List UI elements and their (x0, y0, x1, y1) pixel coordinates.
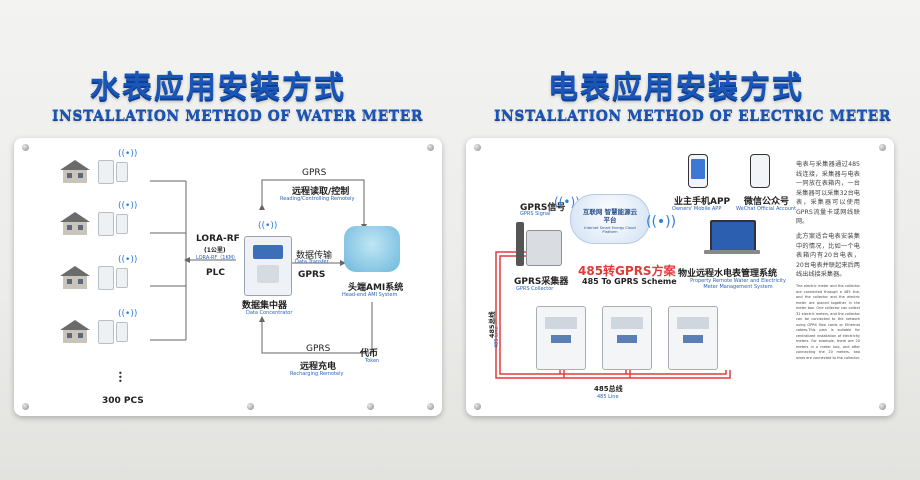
data-concentrator-device (244, 236, 292, 296)
phone-wechat-icon (750, 154, 770, 188)
screw (367, 403, 374, 410)
wifi-icon: ((•)) (118, 255, 138, 265)
water-meter-icon (98, 212, 114, 236)
wifi-icon: ((•)) (118, 309, 138, 319)
ami-cn: 头端AMI系统 (348, 283, 404, 293)
electric-meter-icon (536, 306, 586, 370)
gprs-collector-device (526, 230, 562, 266)
rs485-bus-lines (495, 251, 731, 379)
collector-en: GPRS Collector (516, 286, 554, 292)
lora-sub1: (1公里) (204, 247, 226, 254)
water-meter-board: ((•)) ((•)) ((•)) ((•)) ••• 300 PCS LORA… (14, 138, 442, 416)
valve-icon (116, 268, 128, 288)
electric-title-cn: 电表应用安装方式 (548, 70, 804, 105)
token-en: Token (365, 358, 380, 364)
valve-icon (116, 214, 128, 234)
app-en: Owners' Mobile APP (672, 206, 722, 212)
concentrator-en: Data Concentrator (246, 310, 293, 316)
bus-bottom-cn: 485总线 (594, 385, 623, 393)
wifi-icon: ((•)) (118, 149, 138, 159)
scheme-en: 485 To GPRS Scheme (582, 277, 677, 286)
gprs-bottom-label: GPRS (306, 344, 331, 354)
house-unit: ((•)) (58, 256, 137, 294)
scheme-cn: 485转GPRS方案 (578, 264, 676, 278)
water-connection-lines (150, 179, 373, 354)
house-unit: ((•)) (58, 150, 137, 188)
app-cn: 业主手机APP (674, 197, 731, 207)
gprs-signal-en: GPRS Signal (520, 211, 551, 217)
data-transfer-cn: 数据传输 (296, 251, 333, 261)
screw (474, 403, 481, 410)
house-icon (60, 320, 90, 343)
more-dots: ••• (118, 369, 123, 386)
wifi-icon: ((•)) (646, 214, 677, 230)
wifi-icon: ((•)) (118, 201, 138, 211)
wechat-en: WeChat Official Account (736, 206, 797, 212)
cloud-icon (570, 194, 650, 244)
screw (427, 144, 434, 151)
electric-meter-icon (668, 306, 718, 370)
bus-bottom-en: 485 Line (597, 394, 619, 400)
house-unit: ((•)) (58, 310, 137, 348)
description-cn-2: 此方案适合电表安装集中的情况，比如一个电表箱内有20台电表，20台电表并联起来后… (796, 233, 860, 278)
screw (22, 403, 29, 410)
cloud-cn: 互联网 智慧能源云平台 (582, 208, 638, 224)
laptop-icon (710, 220, 756, 252)
laptop-base (704, 250, 760, 254)
electric-meter-board: GPRS信号 GPRS Signal ((•)) GPRS采集器 GPRS Co… (466, 138, 894, 416)
house-icon (60, 266, 90, 289)
electric-title-en: INSTALLATION METHOD OF ELECTRIC METER (494, 108, 891, 124)
mgmt-cn: 物业远程水电表管理系统 (678, 269, 778, 279)
mgmt-en: Property Remote Water and Electricity Me… (690, 278, 786, 290)
wifi-icon: ((•)) (258, 221, 278, 231)
screw (22, 144, 29, 151)
lora-label: LORA-RF (196, 234, 240, 244)
screw (879, 403, 886, 410)
plc-label: PLC (206, 268, 225, 278)
valve-icon (116, 322, 128, 342)
water-meter-icon (98, 320, 114, 344)
gprs-signal-cn: GPRS信号 (520, 203, 566, 213)
wechat-cn: 微信公众号 (744, 197, 790, 207)
water-meter-icon (98, 266, 114, 290)
gprs-mid-label: GPRS (298, 270, 326, 280)
screw (879, 144, 886, 151)
electric-meter-icon (602, 306, 652, 370)
concentrator-cn: 数据集中器 (242, 301, 288, 311)
valve-icon (116, 162, 128, 182)
ami-cloud-icon (344, 226, 400, 272)
ami-en: Head-end AMI System (342, 292, 398, 298)
gprs-top-label: GPRS (302, 168, 327, 178)
recharge-cn: 远程充电 (300, 362, 337, 372)
house-icon (60, 212, 90, 235)
lora-sub2: LORA-RF（1KM） (196, 255, 239, 261)
house-icon (60, 160, 90, 183)
water-title-cn: 水表应用安装方式 (90, 70, 346, 105)
token-cn: 代币 (360, 349, 379, 359)
screw (474, 144, 481, 151)
count-label: 300 PCS (102, 396, 144, 406)
screw (427, 403, 434, 410)
water-meter-icon (98, 160, 114, 184)
cloud-en: Internet Smart Energy Cloud Platform (584, 226, 636, 234)
recharge-en: Recharging Remotely (290, 371, 344, 377)
remote-read-cn: 远程读取/控制 (292, 187, 350, 197)
collector-cn: GPRS采集器 (514, 277, 569, 287)
description-en: The electric meter and the collector are… (796, 284, 860, 360)
phone-app-icon (688, 154, 708, 188)
water-title-en: INSTALLATION METHOD OF WATER METER (52, 108, 424, 124)
description-cn-1: 电表与采集器通过485线连接，采集器与电表一同放在表箱内，一台采集器可以采集32… (796, 161, 860, 225)
house-unit: ((•)) (58, 202, 137, 240)
remote-read-en: Reading/Controlling Remotely (280, 196, 355, 202)
data-transfer-en: Data Transfer (295, 259, 329, 265)
bus-vertical-en: 485 Line (494, 326, 500, 348)
antenna-icon (516, 222, 524, 266)
screw (247, 403, 254, 410)
